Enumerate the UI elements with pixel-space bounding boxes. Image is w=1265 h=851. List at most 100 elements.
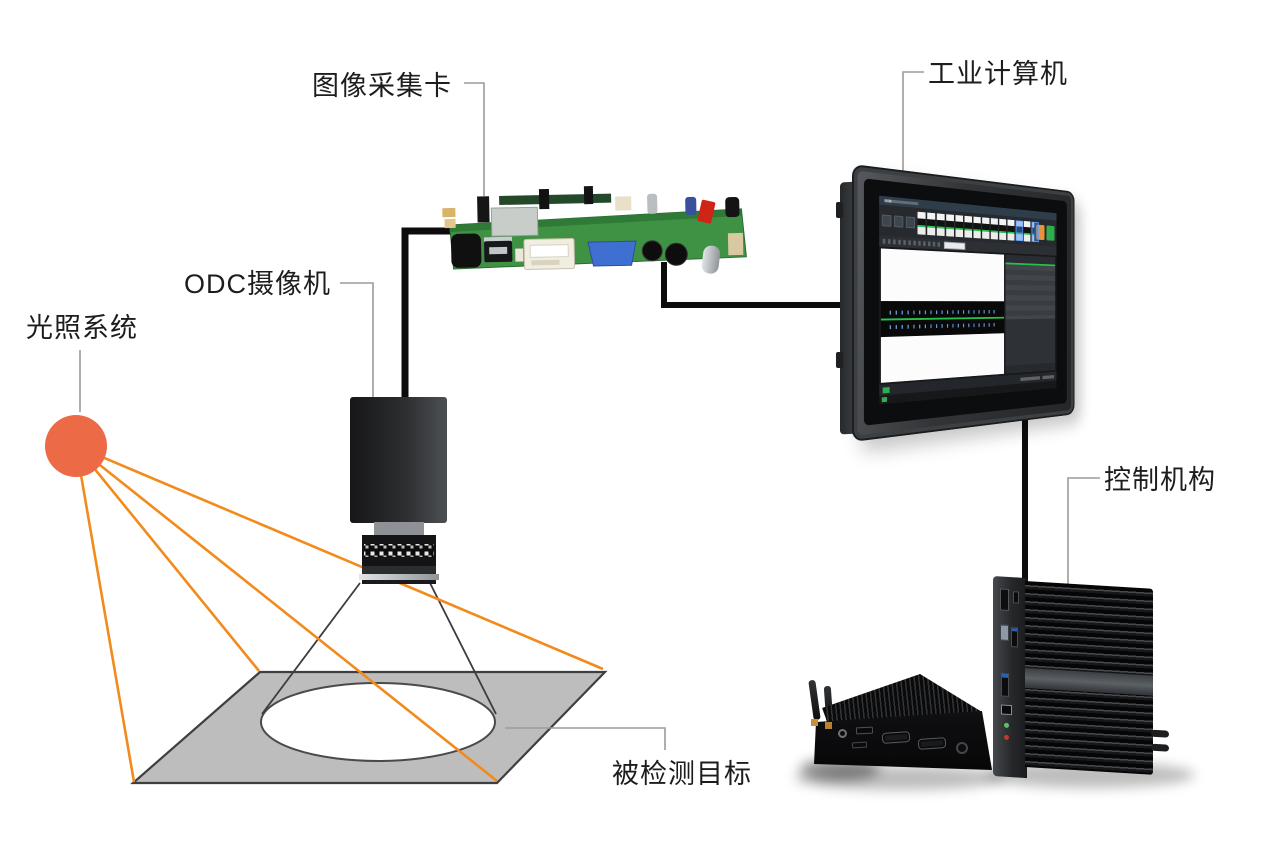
port-dvi-slot xyxy=(531,259,560,266)
antenna-base xyxy=(825,722,832,729)
cable-board-to-monitor xyxy=(661,262,860,308)
light-ray xyxy=(75,444,498,783)
port-round-connector xyxy=(838,729,847,738)
port-usb xyxy=(1001,672,1009,697)
port-hdmi xyxy=(851,741,868,749)
fov-line-left xyxy=(261,582,361,715)
port-audio-jack xyxy=(641,240,663,262)
port-serial-db9 xyxy=(917,737,947,750)
pcb-capacitor xyxy=(685,196,697,216)
status-indicator xyxy=(882,386,890,393)
label-lighting: 光照系统 xyxy=(26,313,138,343)
pcb-barrel-silver xyxy=(701,245,721,274)
label-line-industrial-pc xyxy=(902,71,924,174)
pcb-connector-beige xyxy=(615,196,632,211)
camera-lens-lip xyxy=(362,580,436,584)
light-ray xyxy=(74,445,261,672)
floor-shadow xyxy=(795,766,1005,790)
pcb-component-white xyxy=(515,248,524,262)
cable-camera-to-board xyxy=(401,227,452,400)
control-box-horizontal xyxy=(802,666,1002,784)
port-sim-slot xyxy=(1013,591,1019,604)
industrial-computer xyxy=(852,164,1075,442)
port-dvi-pins xyxy=(529,244,569,258)
pcb-component-tan xyxy=(442,207,456,218)
pcb-shield xyxy=(490,206,539,237)
label-line-controller xyxy=(1067,477,1100,592)
camera-unit xyxy=(350,397,447,584)
pcb-connector-red xyxy=(697,199,716,224)
port-vga xyxy=(1000,624,1009,641)
monitor-side-button xyxy=(836,202,843,218)
label-controller: 控制机构 xyxy=(1104,465,1216,495)
port-hdmi-tongue xyxy=(489,246,508,255)
port-serial-db9 xyxy=(881,731,911,744)
port-audio-jack xyxy=(664,242,688,266)
pcb-connector-small xyxy=(538,188,550,210)
camera-neck xyxy=(374,522,424,536)
results-panel xyxy=(1005,254,1056,374)
results-panel-empty xyxy=(1005,318,1056,366)
port-ethernet xyxy=(1001,704,1012,716)
status-text xyxy=(1042,374,1054,379)
thumbnail-selected xyxy=(1031,221,1039,243)
defect-marks xyxy=(889,310,998,315)
camera-body xyxy=(350,397,447,523)
control-box-vertical xyxy=(993,576,1169,788)
toolbar-icons xyxy=(882,238,941,247)
port-usb xyxy=(1011,627,1018,648)
antenna-stub xyxy=(1151,729,1169,738)
capture-card-board xyxy=(442,186,747,274)
thumbnail-selected xyxy=(1015,220,1024,242)
tool-button xyxy=(881,214,892,227)
pcb-component-tan xyxy=(444,218,456,229)
port-vga xyxy=(587,240,637,267)
monitor-screen xyxy=(879,195,1057,405)
port-dc-barrel xyxy=(450,233,482,268)
port-hdmi xyxy=(855,726,874,735)
image-thumbnail-strip xyxy=(917,211,1039,243)
toolbar-input xyxy=(943,241,966,250)
pcb-connector-tan xyxy=(727,232,744,256)
pcb-capacitor-black xyxy=(725,197,740,218)
pcb-capacitor xyxy=(647,193,658,214)
light-source xyxy=(45,415,107,477)
light-ray xyxy=(74,445,136,783)
pcb-connector-small xyxy=(583,186,594,205)
antenna-base xyxy=(811,719,818,726)
power-button xyxy=(956,742,968,754)
results-table xyxy=(1005,264,1056,320)
fov-line-right xyxy=(429,582,497,715)
monitor-side-button xyxy=(836,352,843,368)
tool-button xyxy=(905,216,915,229)
antenna xyxy=(808,679,821,721)
label-capture-card: 图像采集卡 xyxy=(312,71,452,101)
label-line-target xyxy=(505,727,666,750)
inspection-area-ellipse xyxy=(260,682,496,762)
camera-lens-glass xyxy=(359,574,439,580)
monitor-inner-frame xyxy=(863,178,1067,426)
taskbar-indicator xyxy=(881,396,888,403)
label-line-capture-card xyxy=(464,82,485,196)
label-target: 被检测目标 xyxy=(612,759,752,789)
pcb-header-strip xyxy=(499,193,612,205)
defect-marks xyxy=(889,322,998,329)
status-text xyxy=(1020,375,1041,381)
image-viewer xyxy=(880,248,1005,383)
scan-line xyxy=(880,316,1005,321)
camera-lens-ring xyxy=(362,566,436,574)
light-ray xyxy=(75,444,604,671)
camera-lens-checker xyxy=(364,544,434,557)
audio-jack-dot xyxy=(1004,722,1009,728)
pcb-connector-small xyxy=(477,196,490,223)
label-line-camera xyxy=(340,282,374,397)
app-main-area xyxy=(879,246,1057,385)
antenna-stub xyxy=(1151,743,1169,752)
label-camera: ODC摄像机 xyxy=(184,269,331,299)
port-dvi xyxy=(1000,588,1009,611)
tool-button xyxy=(893,215,904,228)
label-industrial-pc: 工业计算机 xyxy=(928,59,1068,89)
inspected-strip-image xyxy=(880,300,1005,338)
